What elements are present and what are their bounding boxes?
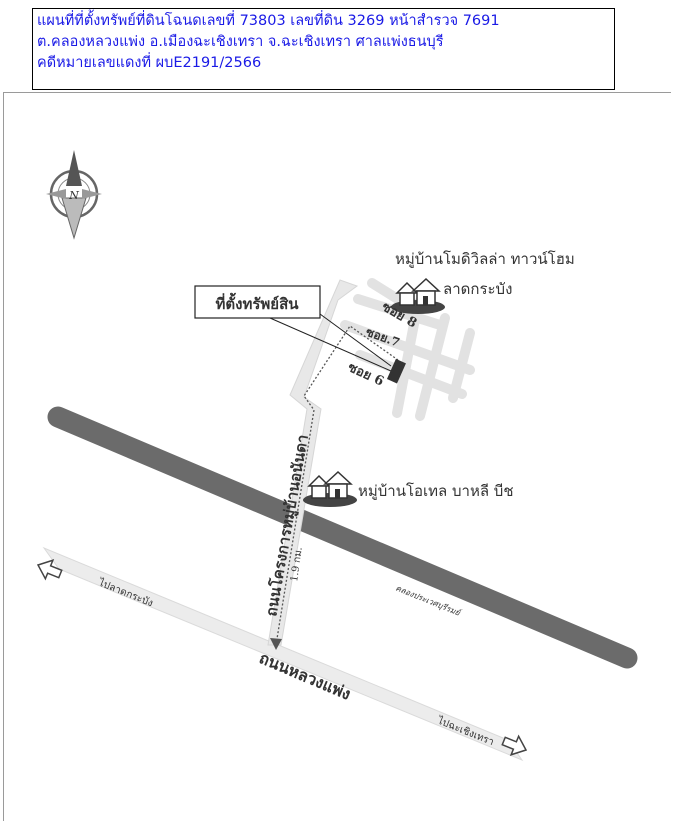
arrow-left-icon: [36, 559, 63, 581]
village-1-label-2: ลาดกระบัง: [443, 280, 512, 298]
property-leader-line: [319, 313, 392, 367]
property-label: ที่ตั้งทรัพย์สิน: [216, 292, 300, 313]
map-title-box: แผนที่ที่ตั้งทรัพย์ที่ดินโฉนดเลขที่ 7380…: [32, 8, 615, 90]
property-leader-line-2: [269, 317, 392, 372]
map-frame: [3, 92, 671, 821]
canal: [47, 406, 638, 669]
property-marker-icon: [386, 358, 406, 384]
title-line-1: แผนที่ที่ตั้งทรัพย์ที่ดินโฉนดเลขที่ 7380…: [37, 13, 500, 29]
house-icon: [391, 277, 445, 314]
title-line-2: ต.คลองหลวงแพ่ง อ.เมืองฉะเชิงเทรา จ.ฉะเชิ…: [37, 34, 444, 50]
distance-label: 1.9 กม.: [289, 546, 305, 582]
village-1-label: หมู่บ้านโมดิวิลล่า ทาวน์โฮม: [395, 250, 575, 268]
soi-7-label: ซอย.7: [364, 325, 402, 350]
property-label-box: [194, 285, 321, 319]
route-arrow-head: [270, 638, 282, 650]
north-compass-icon: N: [46, 150, 102, 240]
soi-grid: [340, 278, 475, 421]
title-line-3: คดีหมายเลขแดงที่ ผบE2191/2566: [37, 55, 262, 71]
house-icon: [303, 470, 357, 507]
arrow-right-icon: [501, 734, 528, 756]
village-2-label: หมู่บ้านโอเทล บาหลี บีช: [358, 482, 514, 500]
svg-text:N: N: [68, 189, 79, 202]
main-road: [42, 546, 524, 762]
